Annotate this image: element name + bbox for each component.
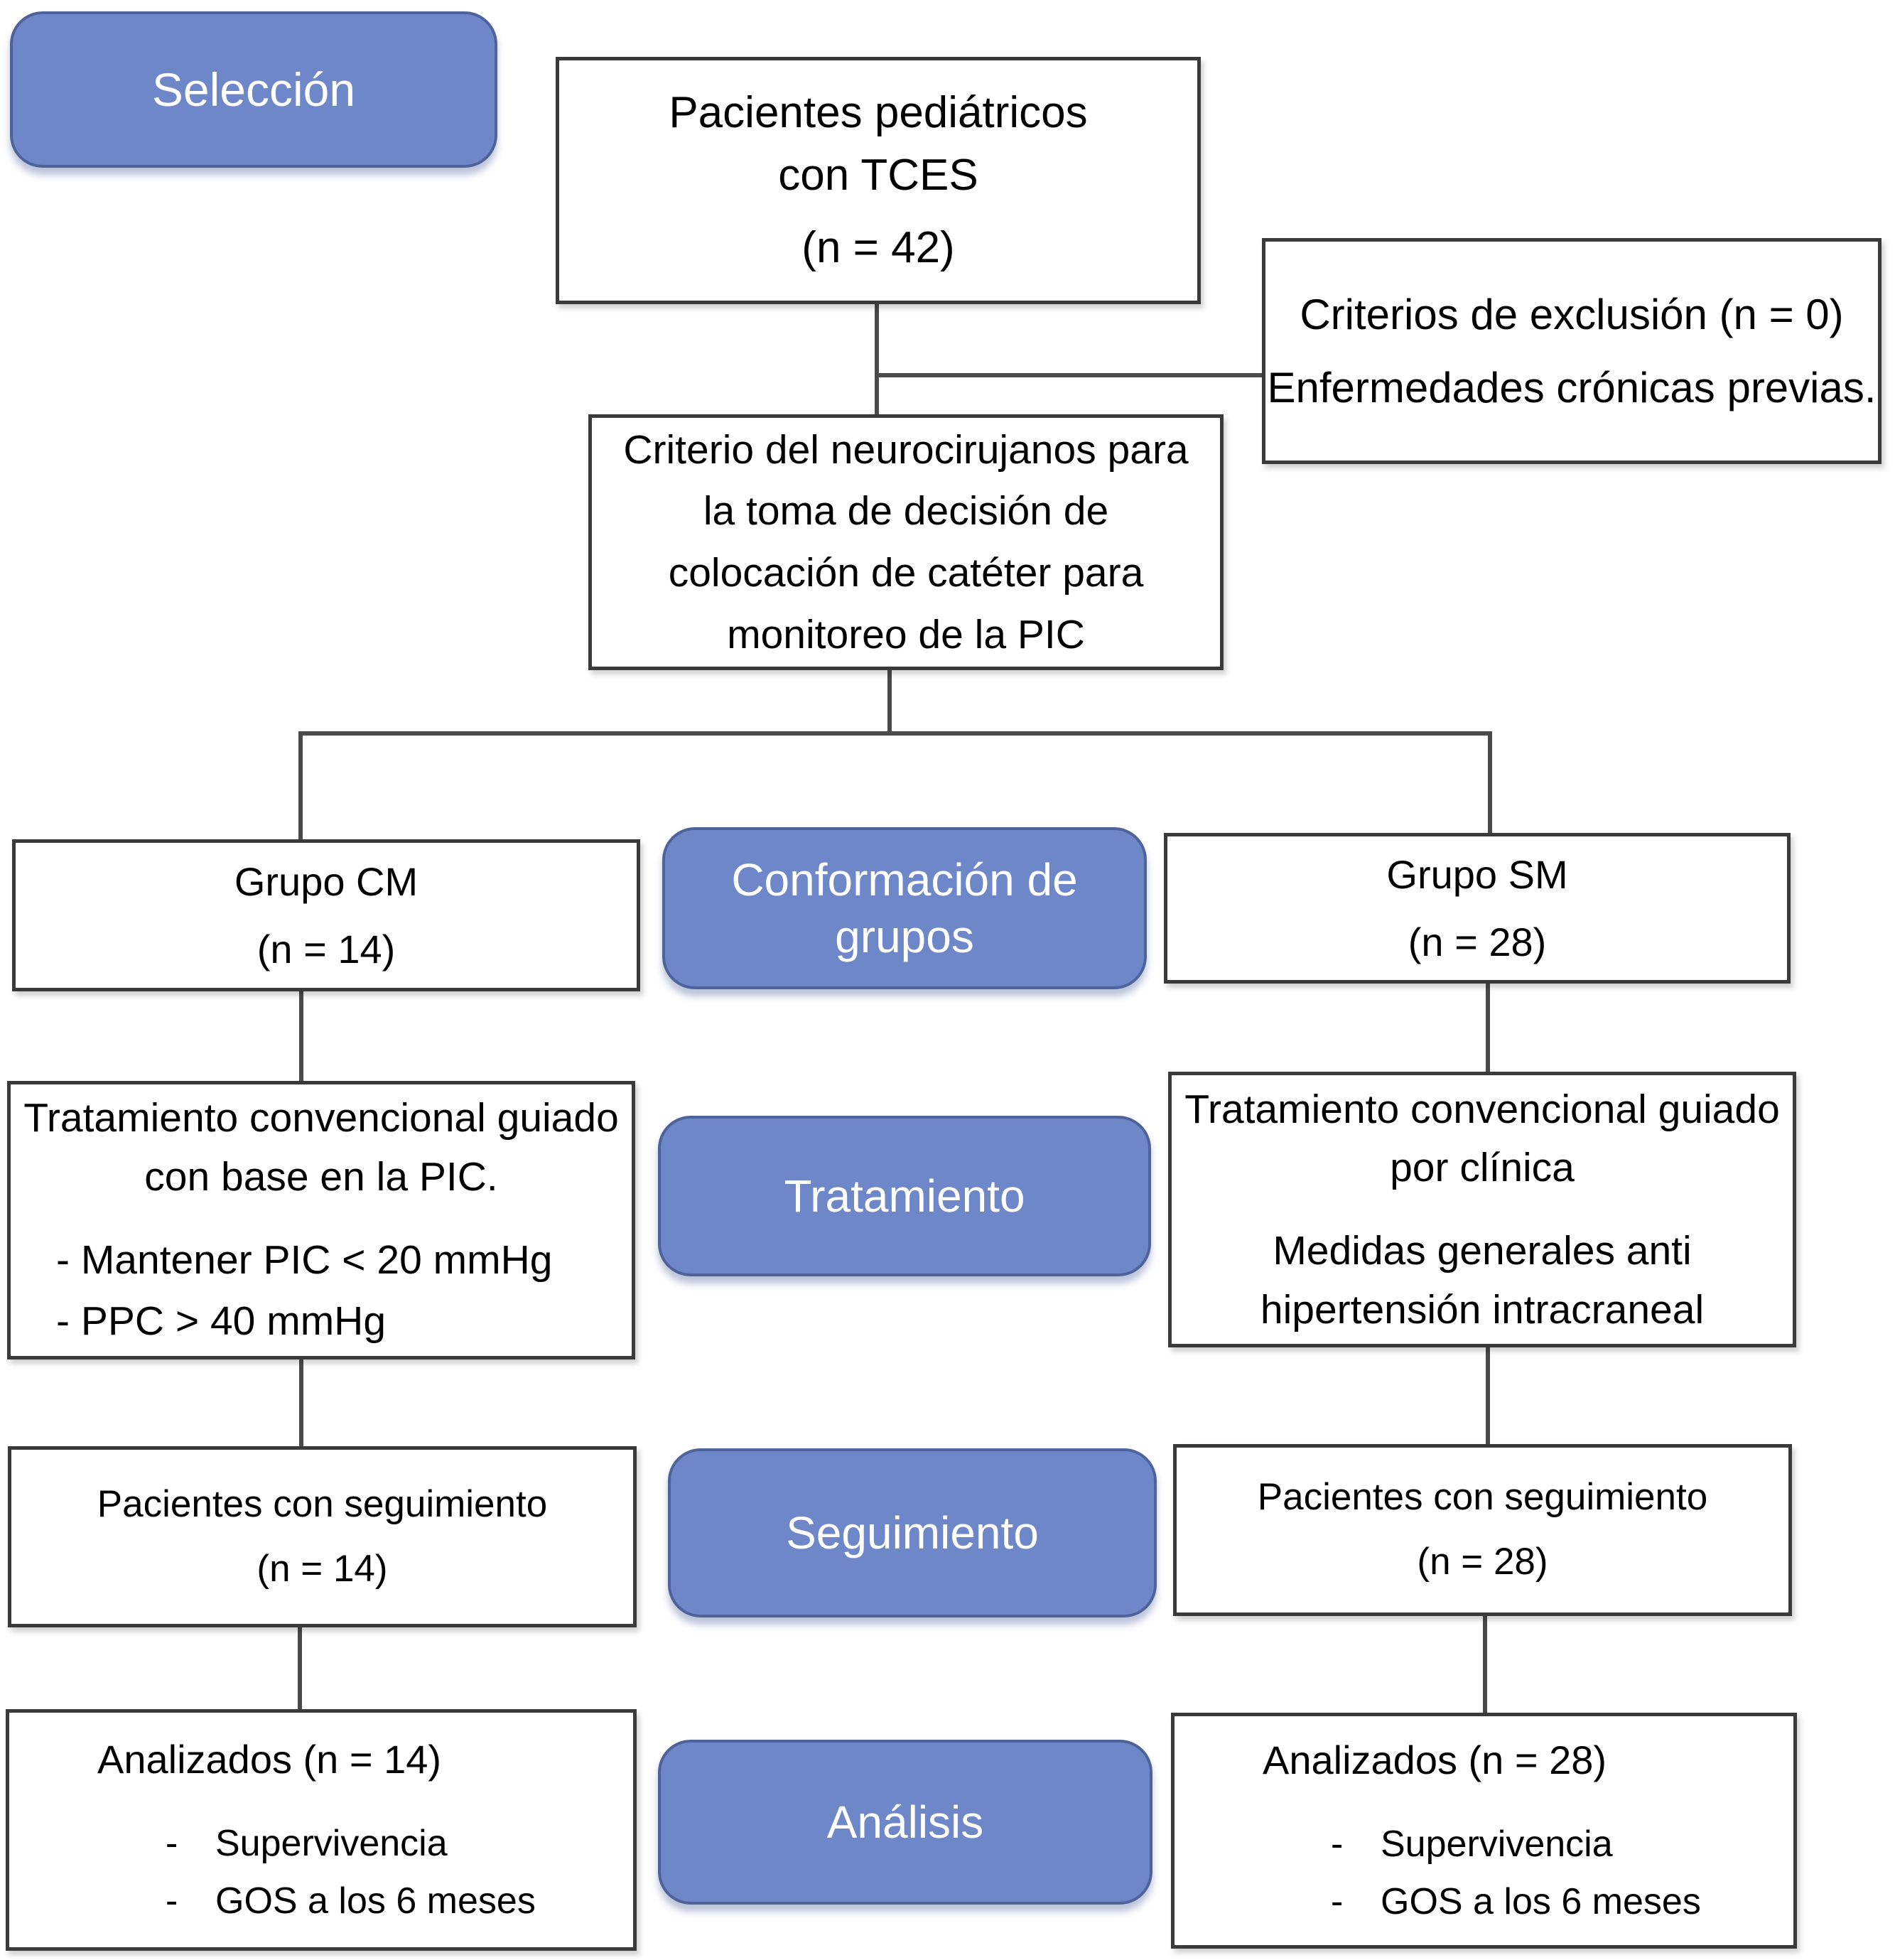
box-tratamiento-sm: Tratamiento convencional guiado por clín… [1168, 1072, 1796, 1347]
box-tratamiento-cm-line1: Tratamiento convencional guiado [23, 1094, 619, 1141]
stage-label-analisis: Análisis [658, 1740, 1152, 1905]
stage-label-seleccion: Selección [10, 11, 497, 168]
box-seguimiento-cm-n: (n = 14) [257, 1547, 388, 1590]
box-criterio-neurocirujanos: Criterio del neurocirujanos para la toma… [588, 414, 1224, 670]
connector-branch-left [298, 731, 303, 841]
box-tratamiento-sm-line2: por clínica [1390, 1145, 1575, 1191]
box-pacientes-tces-line1: Pacientes pediátricos [669, 87, 1088, 137]
stage-label-tratamiento: Tratamiento [658, 1116, 1151, 1276]
list-item: - GOS a los 6 meses [166, 1873, 536, 1930]
box-analizados-cm: Analizados (n = 14) - Supervivencia - GO… [6, 1709, 637, 1951]
bullet-dash: - [1331, 1824, 1344, 1865]
bullet-dash: - [166, 1823, 178, 1864]
box-grupo-cm: Grupo CM (n = 14) [12, 839, 640, 991]
box-grupo-cm-n: (n = 14) [257, 927, 396, 971]
box-grupo-sm-title: Grupo SM [1386, 851, 1568, 897]
box-analizados-sm-title: Analizados (n = 28) [1263, 1737, 1607, 1782]
box-analizados-cm-bullet2: GOS a los 6 meses [215, 1880, 536, 1922]
box-analizados-sm-list: - Supervivencia - GOS a los 6 meses [1175, 1816, 1701, 1930]
box-grupo-sm-n: (n = 28) [1408, 920, 1547, 964]
connector-cm-seguimiento-analisis [298, 1625, 302, 1711]
bullet-dash: - [166, 1880, 178, 1922]
box-pacientes-tces: Pacientes pediátricos con TCES (n = 42) [556, 57, 1201, 304]
stage-label-seguimiento: Seguimiento [668, 1448, 1157, 1617]
box-analizados-sm-bullet1: Supervivencia [1381, 1824, 1613, 1865]
box-analizados-sm: Analizados (n = 28) - Supervivencia - GO… [1171, 1713, 1797, 1949]
box-analizados-cm-bullet1: Supervivencia [215, 1823, 448, 1864]
box-criterios-exclusion: Criterios de exclusión (n = 0) Enfermeda… [1262, 238, 1881, 464]
connector-sm-tratamiento-seguimiento [1486, 1345, 1490, 1446]
box-grupo-sm: Grupo SM (n = 28) [1164, 833, 1791, 984]
stage-label-conformacion: Conformación de grupos [662, 827, 1147, 989]
connector-to-exclusion [877, 373, 1263, 377]
box-tratamiento-cm-bullet1: - Mantener PIC < 20 mmHg [56, 1237, 553, 1283]
connector-branch-horizontal [298, 731, 1492, 736]
box-tratamiento-sm-line4: hipertensión intracraneal [1260, 1286, 1705, 1332]
box-criterio-line1: Criterio del neurocirujanos para [623, 426, 1189, 473]
box-analizados-cm-list: - Supervivencia - GOS a los 6 meses [9, 1815, 536, 1929]
bullet-dash: - [1331, 1880, 1344, 1922]
connector-criterio-down [887, 668, 892, 736]
list-item: - Supervivencia [1331, 1816, 1701, 1873]
connector-cm-tratamiento-seguimiento [299, 1357, 303, 1449]
box-pacientes-tces-n: (n = 42) [801, 223, 955, 273]
box-seguimiento-sm: Pacientes con seguimiento (n = 28) [1173, 1444, 1792, 1616]
box-analizados-sm-bullet2: GOS a los 6 meses [1381, 1880, 1701, 1922]
box-tratamiento-cm-bullet2: - PPC > 40 mmHg [56, 1298, 387, 1344]
box-criterio-line2: la toma de decisión de [703, 488, 1109, 534]
box-grupo-cm-title: Grupo CM [234, 858, 419, 904]
connector-sm-grupo-tratamiento [1486, 981, 1490, 1074]
connector-top-to-criterio [875, 304, 879, 418]
box-pacientes-tces-line2: con TCES [778, 150, 978, 200]
box-seguimiento-sm-n: (n = 28) [1417, 1541, 1548, 1583]
connector-sm-seguimiento-analisis [1483, 1614, 1487, 1715]
connector-cm-grupo-tratamiento [299, 990, 303, 1084]
box-criterio-line4: monitoreo de la PIC [727, 611, 1085, 657]
box-seguimiento-cm: Pacientes con seguimiento (n = 14) [8, 1446, 637, 1627]
box-tratamiento-sm-detail: Medidas generales anti hipertensión intr… [1260, 1222, 1704, 1339]
list-item: - GOS a los 6 meses [1331, 1873, 1701, 1931]
list-item: - Supervivencia [166, 1815, 536, 1873]
box-criterio-line3: colocación de catéter para [668, 550, 1144, 596]
box-tratamiento-sm-line1: Tratamiento convencional guiado [1184, 1086, 1780, 1132]
box-analizados-cm-title: Analizados (n = 14) [97, 1736, 442, 1782]
connector-branch-right [1488, 731, 1492, 835]
box-tratamiento-cm-line2: con base en la PIC. [144, 1153, 498, 1200]
box-tratamiento-sm-line3: Medidas generales anti [1273, 1228, 1692, 1274]
box-criterios-exclusion-detail: Enfermedades crónicas previas. [1267, 364, 1877, 411]
box-tratamiento-cm-bullets: - Mantener PIC < 20 mmHg - PPC > 40 mmHg [11, 1230, 632, 1352]
box-criterios-exclusion-title: Criterios de exclusión (n = 0) [1300, 291, 1844, 338]
box-seguimiento-cm-title: Pacientes con seguimiento [97, 1482, 548, 1525]
box-tratamiento-cm: Tratamiento convencional guiado con base… [7, 1081, 635, 1359]
box-seguimiento-sm-title: Pacientes con seguimiento [1257, 1476, 1708, 1519]
